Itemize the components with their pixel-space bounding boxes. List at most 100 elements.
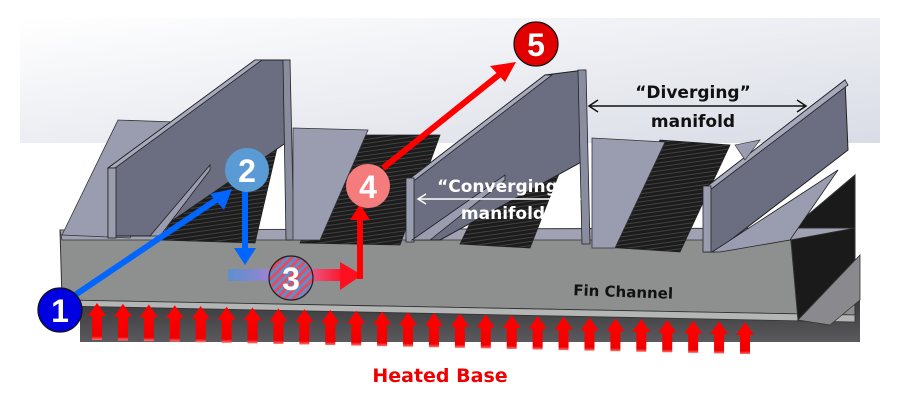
flow-arrowhead-5 [490, 62, 516, 82]
heat-arrow-shaft [195, 318, 206, 343]
heat-arrow-shaft [532, 327, 543, 350]
heat-arrow [269, 308, 288, 344]
heat-arrow [424, 312, 443, 348]
flow-arrowhead-down [234, 248, 256, 265]
step-5-circle [513, 21, 559, 67]
heat-arrow-head [373, 311, 392, 325]
step-4: 4 [346, 164, 390, 208]
heat-arrow-shaft [351, 322, 362, 346]
heat-arrow [243, 307, 262, 344]
heat-arrow-shaft [325, 321, 336, 346]
heat-arrow-head [554, 316, 573, 330]
heat-arrow-shaft [558, 328, 569, 351]
fin-channel-label: Fin Channel [573, 281, 673, 302]
heat-arrow [113, 303, 132, 341]
heat-arrow-shaft [247, 319, 258, 344]
heat-arrow-shaft [688, 332, 699, 353]
heat-arrow-head [476, 314, 495, 328]
converging-arrowhead-left [416, 193, 427, 205]
heat-arrow-head [347, 310, 366, 324]
heat-arrow [528, 315, 547, 350]
step-4-circle [346, 164, 390, 208]
heat-arrow-head [321, 309, 340, 323]
heat-arrow-head [684, 320, 703, 334]
flow-bar-out-of-3 [310, 269, 345, 281]
heat-arrow-shaft [662, 331, 673, 353]
heat-arrow-shaft [377, 323, 388, 347]
heat-arrow-shaft [143, 316, 154, 342]
step-3-circle [268, 255, 314, 301]
manifold-wall-2-edge [405, 177, 415, 243]
diverging-label-line2: manifold [651, 112, 735, 132]
heat-arrow-shaft [610, 330, 621, 352]
step-2: 2 [225, 148, 269, 192]
step-1: 1 [37, 287, 83, 333]
heat-arrow [321, 309, 340, 346]
heat-arrow-head [399, 312, 418, 326]
heat-arrow [373, 311, 392, 347]
heat-arrow [658, 319, 677, 353]
heat-arrow-head [606, 318, 625, 332]
step-2-circle [225, 148, 269, 192]
heat-arrow [450, 313, 469, 348]
heat-arrow [347, 310, 366, 346]
heat-arrow-head [88, 303, 106, 316]
heat-arrow [88, 303, 106, 340]
step-4-label: 4 [359, 169, 377, 205]
heat-arrow-shaft [403, 324, 414, 347]
manifold-wall-3-face [710, 169, 839, 253]
step-5-label: 5 [527, 27, 545, 63]
heat-arrow-shaft [480, 326, 491, 349]
flow-arrow-4-to-5 [381, 67, 507, 171]
heat-arrow [295, 309, 314, 345]
diverging-arrowhead-right [796, 99, 808, 113]
converging-label-line2: manifold [461, 204, 545, 224]
heat-arrow-shaft [740, 334, 750, 354]
heat-arrow-head [632, 318, 651, 332]
heat-arrow-shaft [454, 325, 465, 348]
heat-arrow-head [191, 306, 210, 320]
manifold-wall-1-face [149, 163, 211, 237]
heated-base-arrows [88, 303, 754, 354]
heat-arrow [399, 312, 418, 347]
heat-arrow [632, 318, 651, 352]
heat-arrow-head [580, 317, 599, 331]
manifold-wall-1-edge [107, 167, 117, 239]
heat-arrow-head [243, 307, 262, 321]
step-3: 3 [268, 255, 314, 301]
heat-arrow [710, 321, 729, 354]
converging-arrowhead-right [571, 193, 582, 205]
flow-arrowhead-4 [350, 204, 370, 220]
heat-arrow-head [450, 313, 469, 327]
converging-label-line1: “Converging” [437, 177, 569, 197]
heat-arrow-shaft [428, 324, 439, 348]
step-5: 5 [513, 21, 559, 67]
flow-arrow-1-to-2 [73, 193, 224, 298]
heat-arrow-head [165, 305, 184, 319]
flow-arrowhead-2 [210, 189, 232, 210]
side-support [797, 254, 861, 326]
heat-arrow-head [269, 308, 288, 322]
heat-arrow [191, 306, 210, 343]
heat-arrow-shaft [221, 318, 232, 343]
diverging-label-line1: “Diverging” [635, 83, 751, 103]
heat-arrow [476, 314, 495, 349]
heat-arrow-head [113, 303, 132, 317]
heat-arrow-shaft [273, 320, 284, 344]
heat-arrow-shaft [299, 321, 310, 345]
manifold-wedge-3 [591, 137, 666, 249]
heat-arrow [217, 306, 236, 343]
manifold-wall-3-edge [702, 185, 712, 253]
heat-arrow [606, 318, 625, 352]
heat-arrow-shaft [714, 333, 725, 354]
step-1-label: 1 [51, 293, 69, 329]
heat-arrow-head [528, 315, 547, 329]
heat-arrow-shaft [92, 315, 102, 340]
heat-arrow-head [710, 321, 729, 335]
heat-arrow-shaft [506, 327, 517, 349]
heat-arrow [684, 320, 703, 353]
heat-arrow-shaft [584, 329, 595, 351]
heat-arrow [554, 316, 573, 351]
heat-arrow-head [139, 304, 158, 318]
heat-arrow-shaft [117, 315, 128, 341]
